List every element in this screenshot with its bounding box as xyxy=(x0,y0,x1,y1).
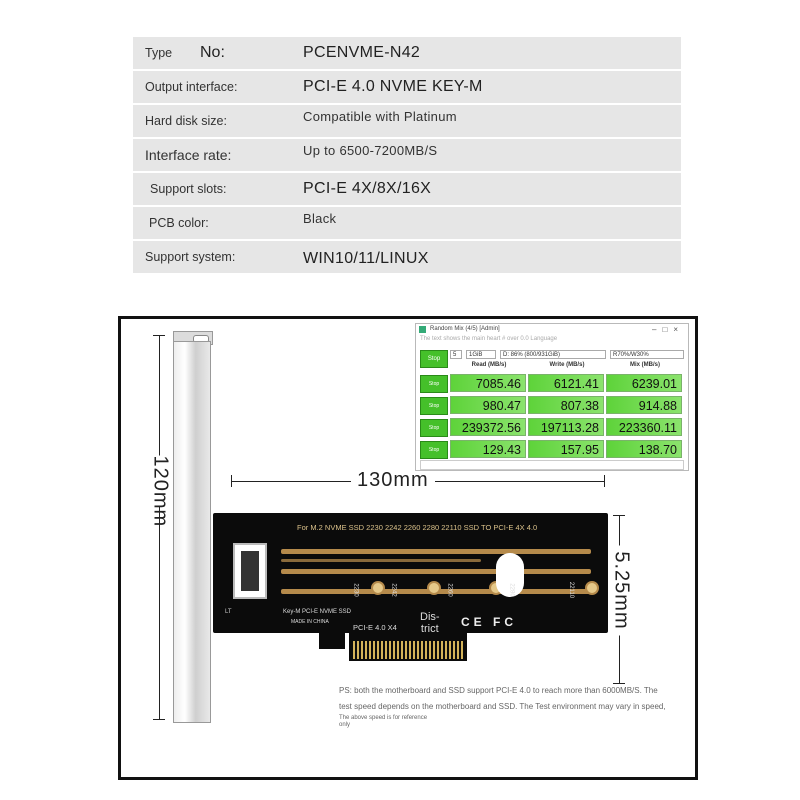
spec-row-support-slots: Support slots: PCI-E 4X/8X/16X xyxy=(133,173,681,205)
spec-row-hard-disk-size: Hard disk size: Compatible with Platinum xyxy=(133,105,681,137)
spec-row-support-system: Support system: WIN10/11/LINUX xyxy=(133,241,681,273)
spec-value: Compatible with Platinum xyxy=(303,109,457,124)
column-header-read: Read (MB/s) xyxy=(471,362,507,368)
window-controls-icon: –□× xyxy=(652,325,684,334)
stop-all-button[interactable]: Stop xyxy=(420,350,448,368)
mount-hole-22110 xyxy=(585,581,599,595)
spec-row-output-interface: Output interface: PCI-E 4.0 NVME KEY-M xyxy=(133,71,681,103)
spec-value: PCI-E 4X/8X/16X xyxy=(303,180,432,197)
dimension-cap xyxy=(613,683,625,684)
note-line: The above speed is for reference xyxy=(339,715,428,721)
pcie-gold-fingers xyxy=(349,633,467,661)
column-header-write: Write (MB/s) xyxy=(549,362,585,368)
result-cell: 6239.01 xyxy=(606,374,682,392)
spec-row-interface-rate: Interface rate: Up to 6500-7200MB/S xyxy=(133,139,681,171)
right-dimension-label: 5.25mm xyxy=(609,545,633,636)
mount-hole-2242 xyxy=(371,581,385,595)
pcie-x4-label: PCI-E 4.0 X4 xyxy=(353,623,397,632)
district-logo: Dis- trict xyxy=(420,611,440,635)
pcb-trace xyxy=(281,549,591,554)
count-select[interactable]: 5 xyxy=(450,350,462,359)
result-cell: 980.47 xyxy=(450,396,526,414)
dimension-cap xyxy=(231,475,232,487)
hole-label: 2230 xyxy=(352,583,359,597)
pcb-cutout xyxy=(496,553,524,597)
lt-label: LT xyxy=(225,609,232,615)
spec-key: PCB color: xyxy=(149,216,209,230)
spec-row-type: Type No: PCENVME-N42 xyxy=(133,37,681,69)
district-line-1: Dis- xyxy=(420,611,440,623)
length-dimension-label: 130mm xyxy=(351,469,435,492)
spec-table: Type No: PCENVME-N42 Output interface: P… xyxy=(133,37,681,275)
app-icon xyxy=(419,326,426,333)
product-image-frame: 120mm 130mm 5.25mm For M.2 NVME SSD 2230… xyxy=(118,316,698,780)
note-line: test speed depends on the motherboard an… xyxy=(339,702,666,711)
note-line: PS: both the motherboard and SSD support… xyxy=(339,686,658,695)
dimension-cap xyxy=(153,719,165,720)
hole-label: 2260 xyxy=(446,583,453,597)
stop-row-button[interactable]: Stop xyxy=(420,441,448,459)
certification-marks: CE FC xyxy=(461,615,517,629)
spec-key: Hard disk size: xyxy=(145,114,227,128)
spec-key: Support system: xyxy=(145,250,236,264)
height-dimension-line xyxy=(159,335,160,719)
result-cell: 129.43 xyxy=(450,440,526,458)
benchmark-window: Random Mix (4/5) [Admin] –□× The text sh… xyxy=(415,323,689,471)
pcb-board: For M.2 NVME SSD 2230 2242 2260 2280 221… xyxy=(213,513,608,635)
result-cell: 6121.41 xyxy=(528,374,604,392)
height-dimension-label: 120mm xyxy=(148,455,172,528)
mode-select[interactable]: R70%/W30% xyxy=(610,350,684,359)
keym-label: Key-M PCI-E NVME SSD xyxy=(283,609,352,615)
spec-value: PCENVME-N42 xyxy=(303,44,421,61)
hole-label: 2280 xyxy=(508,583,515,597)
result-cell: 914.88 xyxy=(606,396,682,414)
stop-row-button[interactable]: Stop xyxy=(420,375,448,393)
spec-value: Black xyxy=(303,211,337,226)
result-cell: 807.38 xyxy=(528,396,604,414)
hole-label: 22110 xyxy=(568,581,575,599)
benchmark-title: Random Mix (4/5) [Admin] xyxy=(430,326,500,332)
status-bar xyxy=(420,460,684,470)
benchmark-subtitle: The text shows the main heart # over 0.0… xyxy=(420,336,558,342)
size-select[interactable]: 1GiB xyxy=(466,350,496,359)
result-cell: 7085.46 xyxy=(450,374,526,392)
mount-hole-2260 xyxy=(427,581,441,595)
spec-key: Output interface: xyxy=(145,80,238,94)
made-in-label: MADE IN CHINA xyxy=(291,619,329,625)
pcb-trace xyxy=(281,569,591,574)
spec-key: Type xyxy=(145,46,173,60)
dimension-cap xyxy=(613,515,625,516)
hole-label: 2242 xyxy=(390,583,397,597)
spec-key: Interface rate: xyxy=(145,147,232,163)
district-line-2: trict xyxy=(420,623,439,635)
pcb-title: For M.2 NVME SSD 2230 2242 2260 2280 221… xyxy=(297,523,538,532)
pcb-trace xyxy=(281,559,481,562)
note-line: only xyxy=(339,722,351,728)
spec-value: PCI-E 4.0 NVME KEY-M xyxy=(303,78,483,95)
spec-value: Up to 6500-7200MB/S xyxy=(303,143,438,158)
result-cell: 223360.11 xyxy=(606,418,682,436)
pci-bracket xyxy=(173,331,213,723)
pcb-edge xyxy=(319,633,345,649)
stop-row-button[interactable]: Stop xyxy=(420,397,448,415)
result-cell: 157.95 xyxy=(528,440,604,458)
m2-slot xyxy=(233,543,267,599)
drive-select[interactable]: D: 86% (800/931GiB) xyxy=(500,350,606,359)
stop-row-button[interactable]: Stop xyxy=(420,419,448,437)
result-cell: 197113.28 xyxy=(528,418,604,436)
dimension-cap xyxy=(604,475,605,487)
speed-note: PS: both the motherboard and SSD support… xyxy=(339,683,679,729)
spec-key: Support slots: xyxy=(150,182,227,196)
dimension-cap xyxy=(153,335,165,336)
spec-row-pcb-color: PCB color: Black xyxy=(133,207,681,239)
spec-no-label: No: xyxy=(200,44,225,61)
column-header-mix: Mix (MB/s) xyxy=(630,362,660,368)
result-cell: 138.70 xyxy=(606,440,682,458)
spec-value: WIN10/11/LINUX xyxy=(303,250,429,267)
bracket-plate xyxy=(173,341,211,723)
result-cell: 239372.56 xyxy=(450,418,526,436)
